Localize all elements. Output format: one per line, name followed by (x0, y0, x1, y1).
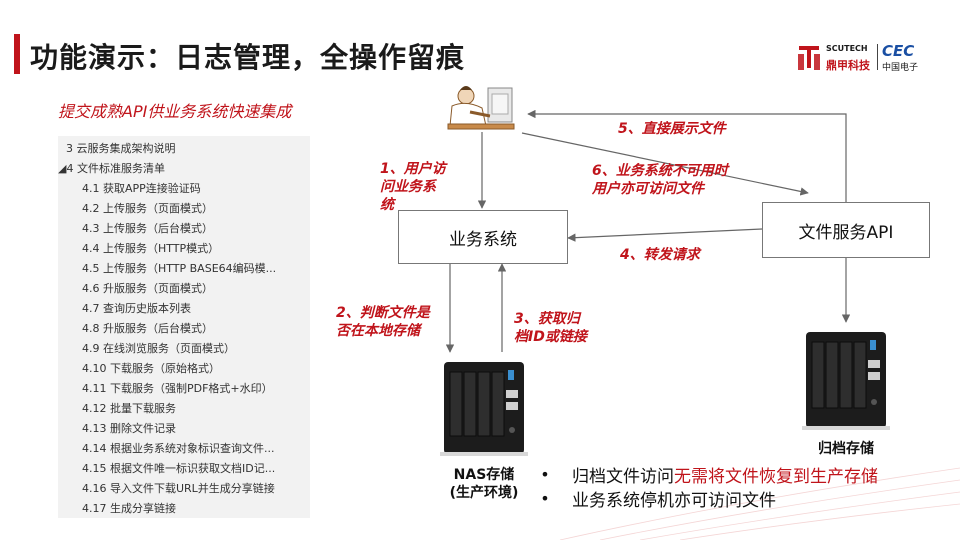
toc-item[interactable]: 4.17 生成分享链接 (82, 502, 176, 515)
toc-item[interactable]: 4.7 查询历史版本列表 (82, 302, 191, 315)
toc-item[interactable]: 4.3 上传服务（后台模式） (82, 222, 213, 235)
step-6-label: 6、业务系统不可用时用户亦可访问文件 (592, 163, 728, 197)
toc-item[interactable]: 4.12 批量下载服务 (82, 402, 176, 415)
step-5-label: 5、直接展示文件 (618, 121, 726, 137)
bullet-list: • 归档文件访问无需将文件恢复到生产存储 • 业务系统停机亦可访问文件 (540, 462, 878, 511)
toc-item[interactable]: 4.2 上传服务（页面模式） (82, 202, 213, 215)
logo-scutech-text: SCUTECH (826, 44, 868, 53)
toc-item[interactable]: 4.16 导入文件下载URL并生成分享链接 (82, 482, 275, 495)
bullet-dot-icon: • (540, 488, 550, 508)
toc-item[interactable]: 4.5 上传服务（HTTP BASE64编码模... (82, 262, 277, 275)
step-1-label: 1、用户访问业务系统 (380, 161, 446, 213)
step-2-label: 2、判断文件是否在本地存储 (336, 305, 430, 339)
toc-item[interactable]: 4.15 根据文件唯一标识获取文档ID记... (82, 462, 276, 475)
arrow-api-to-business (567, 228, 763, 242)
logo-cn-text: 鼎甲科技 (826, 59, 870, 72)
logo-divider (877, 44, 878, 70)
bullet-item: • 归档文件访问无需将文件恢复到生产存储 (540, 464, 878, 487)
bullet-item: • 业务系统停机亦可访问文件 (540, 488, 776, 511)
subtitle: 提交成熟API供业务系统快速集成 (58, 102, 292, 121)
scutech-logo-icon (798, 46, 820, 70)
arrow-user-to-api (521, 132, 809, 196)
toc-item[interactable]: 4.4 上传服务（HTTP模式） (82, 242, 220, 255)
nas-device-icon (440, 362, 528, 456)
toc-item[interactable]: 4.8 升版服务（后台模式） (82, 322, 213, 335)
toc-panel: 3 云服务集成架构说明 ◢4 文件标准服务清单 4.1 获取APP连接验证码 4… (58, 136, 310, 518)
toc-item[interactable]: 4.1 获取APP连接验证码 (82, 182, 201, 195)
company-logo: SCUTECH 鼎甲科技 CEC 中国电子 (796, 40, 926, 80)
title-accent-bar (14, 34, 20, 74)
nas-caption: NAS存储(生产环境) (449, 467, 519, 501)
file-service-api-box: 文件服务API (762, 202, 930, 258)
user-at-computer-icon (447, 86, 515, 130)
logo-cec-cn-text: 中国电子 (882, 63, 919, 73)
archive-caption: 归档存储 (818, 441, 874, 457)
toc-item[interactable]: 4.14 根据业务系统对象标识查询文件... (82, 442, 275, 455)
toc-item[interactable]: 4.11 下载服务（强制PDF格式+水印） (82, 382, 273, 395)
toc-item[interactable]: 4.9 在线浏览服务（页面模式） (82, 342, 235, 355)
toc-item[interactable]: ◢4 文件标准服务清单 (58, 162, 165, 175)
toc-item[interactable]: 4.6 升版服务（页面模式） (82, 282, 213, 295)
logo-cec-text: CEC (882, 42, 915, 60)
toc-item[interactable]: 4.13 删除文件记录 (82, 422, 176, 435)
toc-item[interactable]: 4.10 下载服务（原始格式） (82, 362, 220, 375)
decorative-wave-lines (559, 467, 960, 540)
business-system-box: 业务系统 (398, 210, 568, 264)
page-title: 功能演示：日志管理，全操作留痕 (30, 41, 466, 74)
arrow-api-to-user (527, 109, 847, 202)
step-4-label: 4、转发请求 (620, 247, 700, 263)
toc-item[interactable]: 3 云服务集成架构说明 (66, 142, 176, 155)
bullet-dot-icon: • (540, 464, 550, 484)
step-3-label: 3、获取归档ID或链接 (514, 311, 587, 345)
archive-device-icon (802, 332, 890, 430)
